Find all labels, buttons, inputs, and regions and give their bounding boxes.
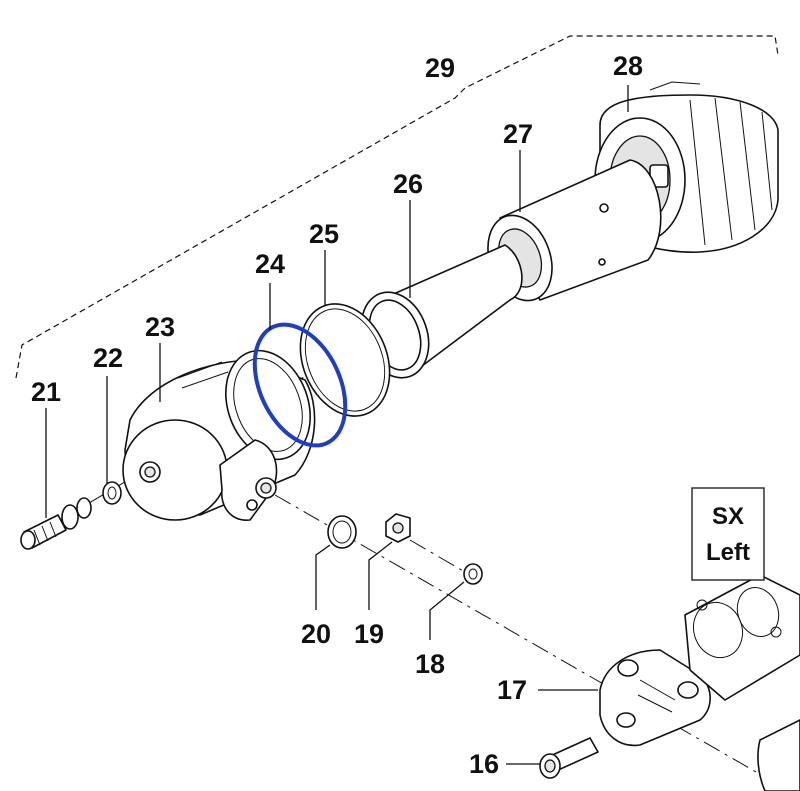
assembly-bracket-29 bbox=[15, 35, 779, 379]
part-22-washer bbox=[102, 481, 122, 505]
part-23-filter-bowl bbox=[122, 349, 316, 521]
callout-20: 20 bbox=[301, 619, 331, 649]
callout-23: 23 bbox=[145, 312, 175, 342]
part-21-drain-valve bbox=[20, 497, 92, 550]
part-24-o-ring-highlighted bbox=[252, 322, 348, 448]
callout-24: 24 bbox=[255, 249, 285, 279]
callout-21: 21 bbox=[31, 377, 61, 407]
callout-numbers: 29 28 27 26 25 24 23 22 21 20 19 18 17 1… bbox=[31, 51, 643, 779]
callout-22: 22 bbox=[93, 343, 123, 373]
part-19-nut bbox=[385, 513, 411, 543]
leader-lines bbox=[45, 85, 629, 765]
callout-19: 19 bbox=[354, 619, 384, 649]
part-16-cap-screw bbox=[539, 737, 599, 779]
part-17-support-bracket bbox=[599, 649, 711, 747]
callout-25: 25 bbox=[309, 219, 339, 249]
part-18-washer bbox=[463, 563, 483, 585]
callout-26: 26 bbox=[393, 169, 423, 199]
callout-16: 16 bbox=[469, 749, 499, 779]
callout-27: 27 bbox=[503, 119, 533, 149]
side-label-left: Left bbox=[706, 539, 750, 566]
engine-block-fragment bbox=[757, 719, 800, 791]
part-25-o-ring bbox=[299, 303, 391, 417]
callout-28: 28 bbox=[613, 51, 643, 81]
callout-18: 18 bbox=[415, 649, 445, 679]
side-label-sx: SX bbox=[712, 503, 744, 530]
gasket-plate bbox=[684, 574, 800, 701]
callout-29: 29 bbox=[425, 53, 455, 83]
part-20-o-ring bbox=[327, 515, 357, 549]
part-27-filter-element bbox=[487, 159, 662, 302]
callout-17: 17 bbox=[497, 675, 527, 705]
side-indicator-box: SX Left bbox=[691, 487, 765, 581]
